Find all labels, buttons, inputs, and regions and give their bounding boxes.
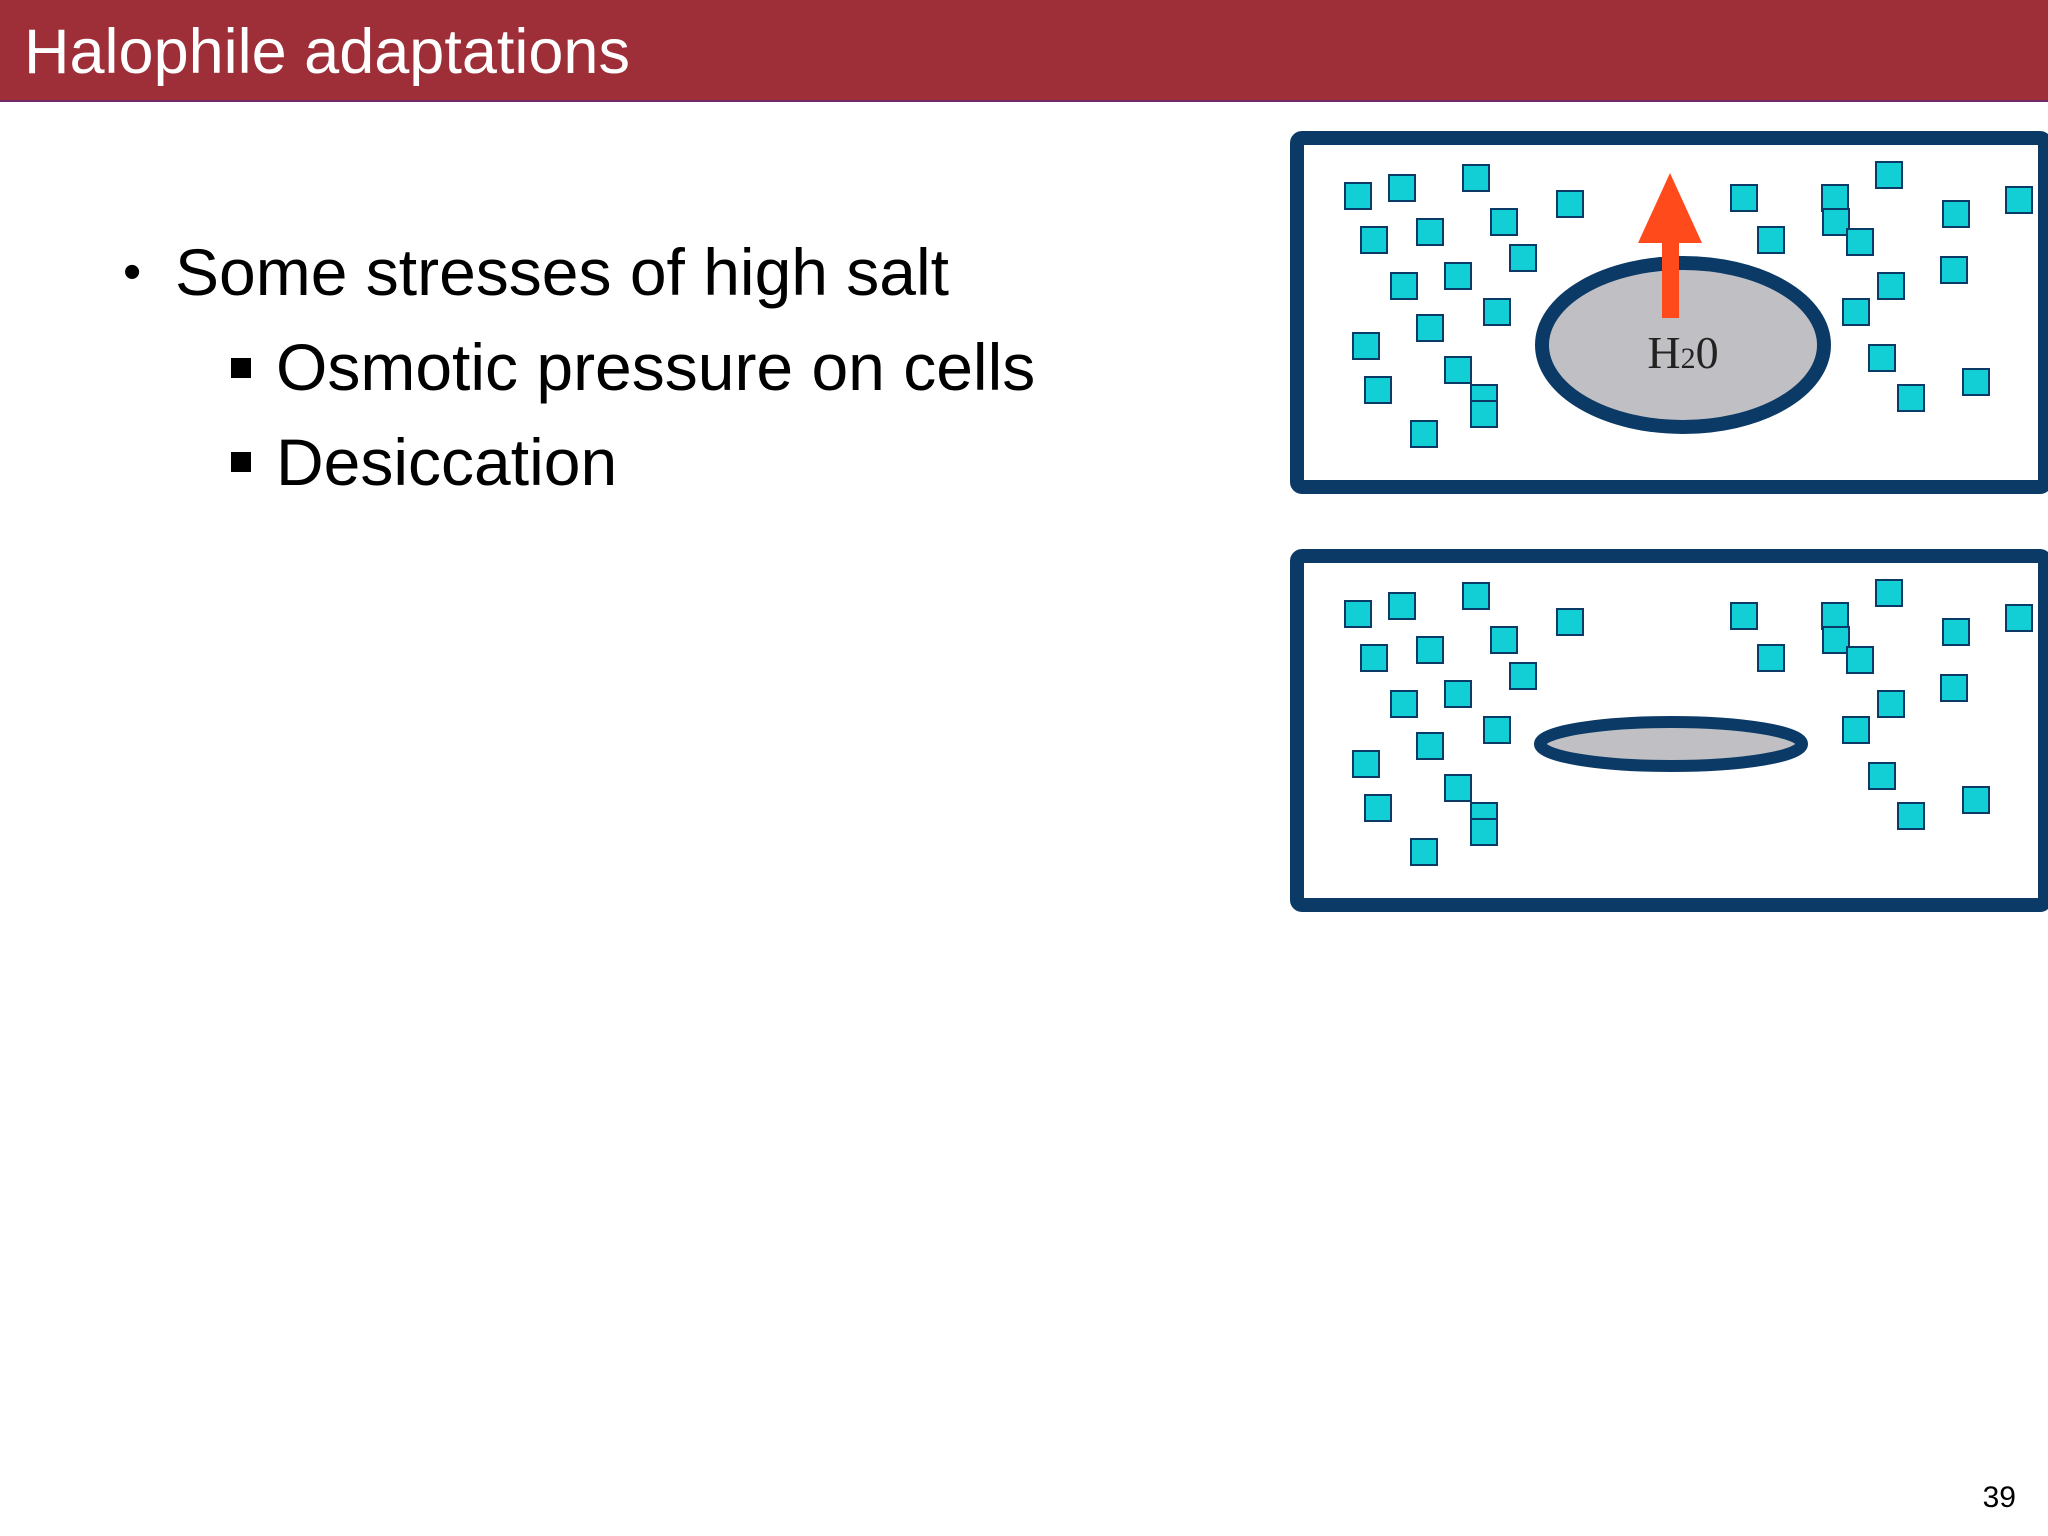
salt-particle — [1416, 218, 1444, 246]
salt-particle — [1344, 182, 1372, 210]
bullet-dot: • — [123, 243, 142, 301]
salt-particle — [1842, 716, 1870, 744]
salt-particle — [1842, 298, 1870, 326]
salt-particle — [1757, 644, 1785, 672]
salt-particle — [1846, 228, 1874, 256]
salt-particle — [1444, 262, 1472, 290]
salt-particle — [1416, 636, 1444, 664]
salt-particle — [1877, 272, 1905, 300]
salt-particle — [1344, 600, 1372, 628]
salt-particle — [1875, 579, 1903, 607]
salt-particle — [1730, 602, 1758, 630]
salt-particle — [1390, 690, 1418, 718]
cell-swollen — [1535, 256, 1831, 434]
salt-particle — [1470, 818, 1498, 846]
salt-particle — [1868, 344, 1896, 372]
salt-particle — [1875, 161, 1903, 189]
salt-particle — [1364, 376, 1392, 404]
salt-particle — [1462, 164, 1490, 192]
salt-particle — [1444, 680, 1472, 708]
salt-particle — [1897, 384, 1925, 412]
salt-particle — [1444, 356, 1472, 384]
salt-particles — [1344, 579, 2033, 866]
square-bullet-icon — [231, 452, 251, 472]
salt-particle — [1410, 420, 1438, 448]
square-bullet-icon — [231, 358, 251, 378]
salt-particles — [1344, 161, 2033, 448]
salt-particle — [1364, 794, 1392, 822]
salt-particle — [1483, 716, 1511, 744]
water-label: H20 — [1647, 327, 1718, 378]
salt-particle — [1462, 582, 1490, 610]
salt-particle — [1962, 786, 1990, 814]
salt-particle — [1962, 368, 1990, 396]
salt-particle — [1483, 298, 1511, 326]
salt-particle — [1509, 244, 1537, 272]
salt-particle — [1388, 592, 1416, 620]
panel-before-water-loss: H20 — [1290, 131, 2048, 494]
salt-particle — [1410, 838, 1438, 866]
salt-particle — [1821, 602, 1849, 630]
cell-shrunken — [1534, 716, 1808, 772]
salt-particle — [1846, 646, 1874, 674]
salt-particle — [1388, 174, 1416, 202]
salt-particle — [1490, 208, 1518, 236]
salt-particle — [1509, 662, 1537, 690]
salt-particle — [1490, 626, 1518, 654]
salt-particle — [1940, 674, 1968, 702]
osmosis-diagram: H20 — [1290, 131, 2048, 912]
salt-particle — [1822, 208, 1850, 236]
salt-particle — [1868, 762, 1896, 790]
salt-particle — [1556, 190, 1584, 218]
salt-particle — [1556, 608, 1584, 636]
salt-particle — [2005, 604, 2033, 632]
salt-particle — [1416, 732, 1444, 760]
salt-particle — [1352, 332, 1380, 360]
water-out-arrow-icon — [1638, 173, 1702, 318]
salt-particle — [1942, 618, 1970, 646]
salt-particle — [1897, 802, 1925, 830]
salt-particle — [2005, 186, 2033, 214]
salt-particle — [1757, 226, 1785, 254]
title-bar: Halophile adaptations — [0, 0, 2048, 102]
sub-bullet-osmotic: Osmotic pressure on cells — [276, 330, 1036, 404]
slide-title: Halophile adaptations — [24, 17, 630, 87]
salt-particle — [1444, 774, 1472, 802]
salt-particle — [1470, 400, 1498, 428]
salt-particle — [1352, 750, 1380, 778]
salt-particle — [1416, 314, 1444, 342]
salt-particle — [1942, 200, 1970, 228]
salt-particle — [1360, 226, 1388, 254]
panel-after-water-loss — [1290, 549, 2048, 912]
page-number: 39 — [1982, 1481, 2016, 1514]
salt-particle — [1360, 644, 1388, 672]
sub-bullet-desiccation: Desiccation — [276, 425, 618, 499]
salt-particle — [1822, 626, 1850, 654]
salt-particle — [1390, 272, 1418, 300]
salt-particle — [1877, 690, 1905, 718]
salt-particle — [1730, 184, 1758, 212]
salt-particle — [1940, 256, 1968, 284]
bullet-text: Some stresses of high salt — [175, 235, 950, 309]
salt-particle — [1821, 184, 1849, 212]
